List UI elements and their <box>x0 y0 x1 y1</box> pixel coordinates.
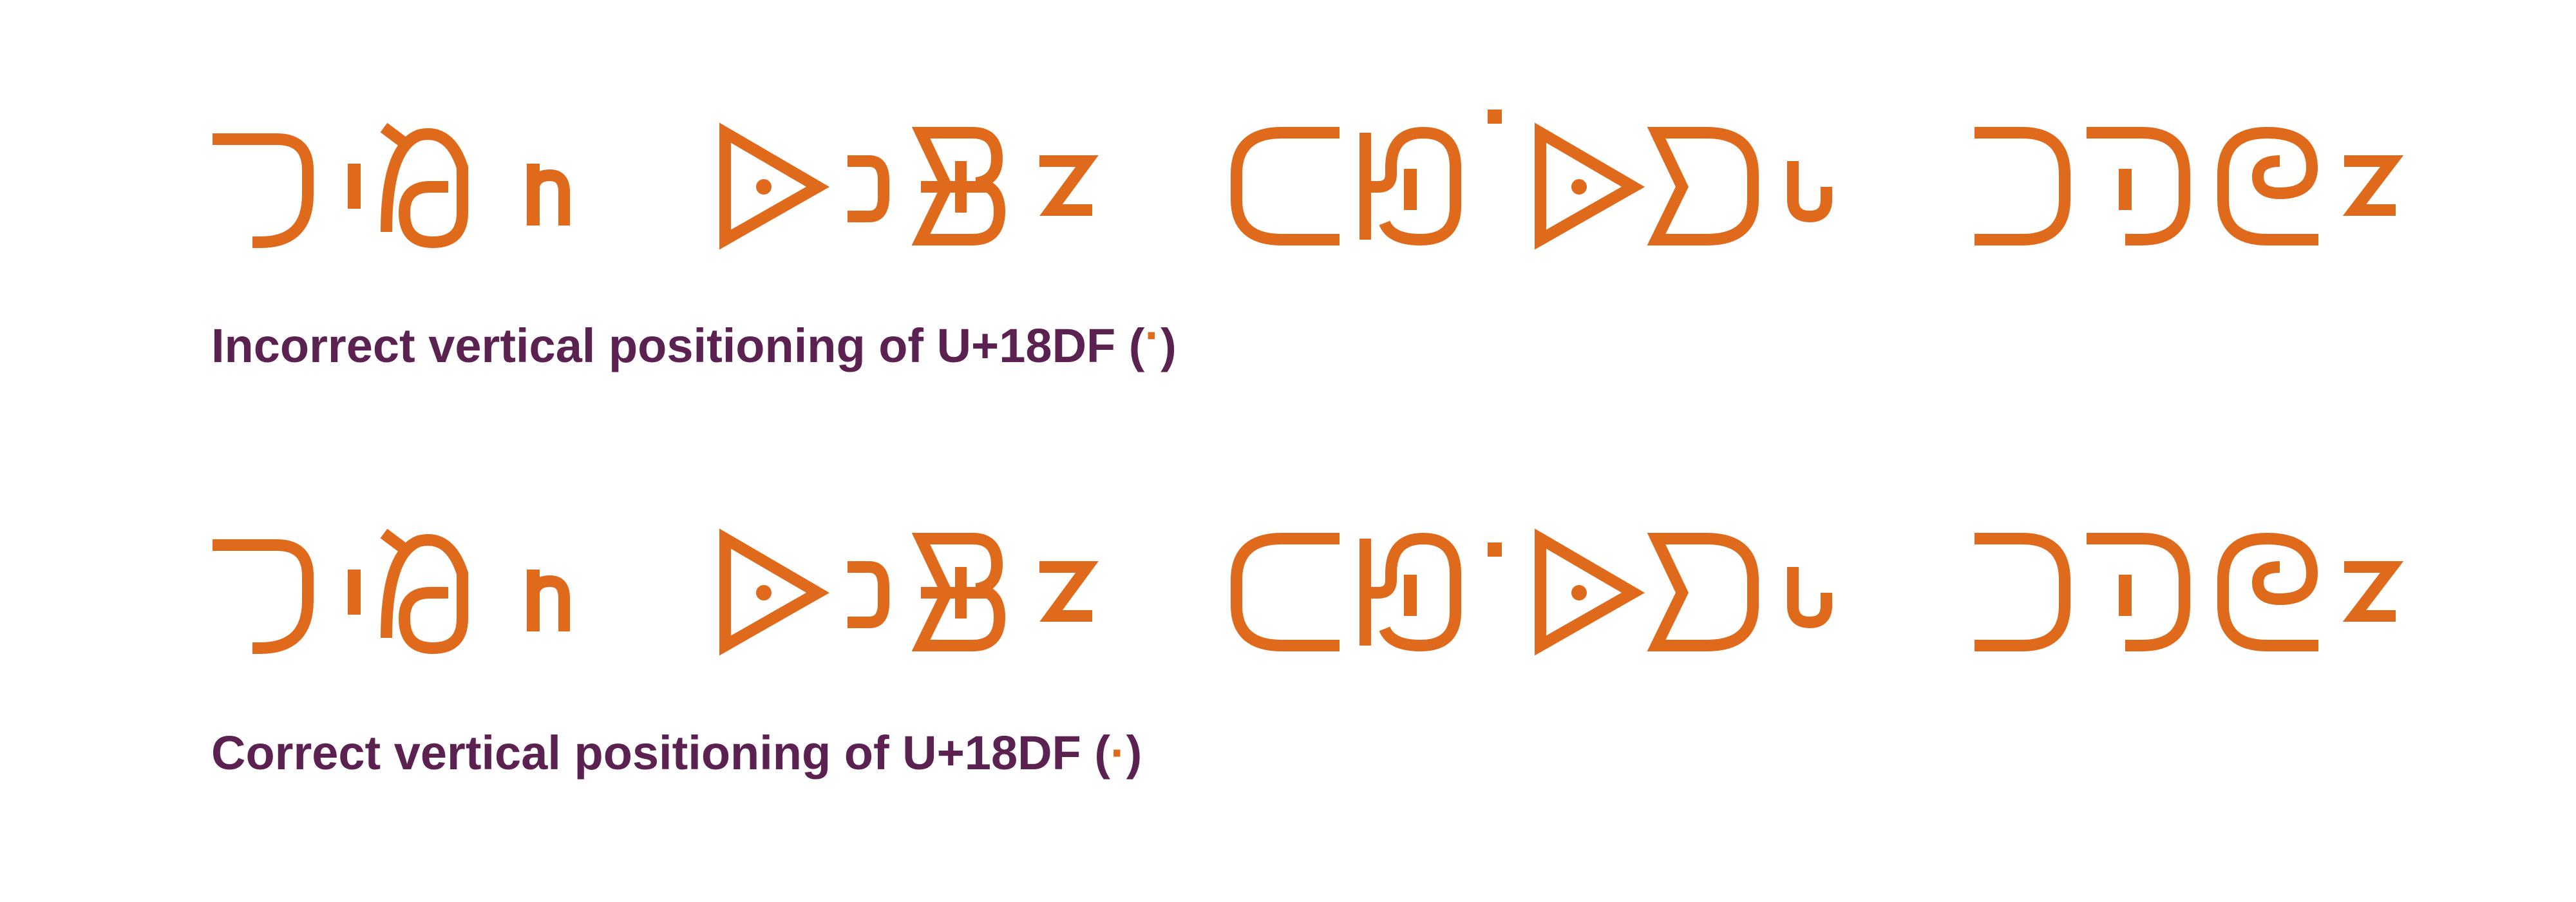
glyph-sample-row-correct <box>0 503 2576 656</box>
glyph-group-2 <box>719 528 1099 656</box>
glyph-group-3 <box>1231 110 1832 250</box>
caption-close-paren: ) <box>1126 726 1142 780</box>
glyph-sample-row-incorrect <box>0 97 2576 250</box>
glyph-group-4 <box>1975 532 2404 651</box>
u18df-dot-raised <box>1488 110 1502 124</box>
caption-close-paren: ) <box>1160 319 1177 372</box>
glyph-group-3 <box>1231 528 1832 656</box>
u18df-dot-correct <box>1488 542 1502 557</box>
caption-open-paren: ( <box>1081 726 1110 780</box>
glyph-group-1 <box>213 528 570 655</box>
caption-text: Correct vertical positioning of U+18DF <box>211 726 1081 780</box>
u18df-sample-glyph: · <box>1144 309 1161 362</box>
caption-incorrect: Incorrect vertical positioning of U+18DF… <box>211 312 1177 372</box>
caption-correct: Correct vertical positioning of U+18DF (… <box>211 729 1142 777</box>
u18df-sample-glyph: · <box>1110 726 1126 780</box>
caption-text: Incorrect vertical positioning of U+18DF <box>211 319 1116 372</box>
caption-open-paren: ( <box>1115 319 1145 372</box>
glyph-group-1 <box>213 122 570 249</box>
glyph-group-4 <box>1975 126 2404 245</box>
glyph-group-2 <box>719 122 1099 250</box>
